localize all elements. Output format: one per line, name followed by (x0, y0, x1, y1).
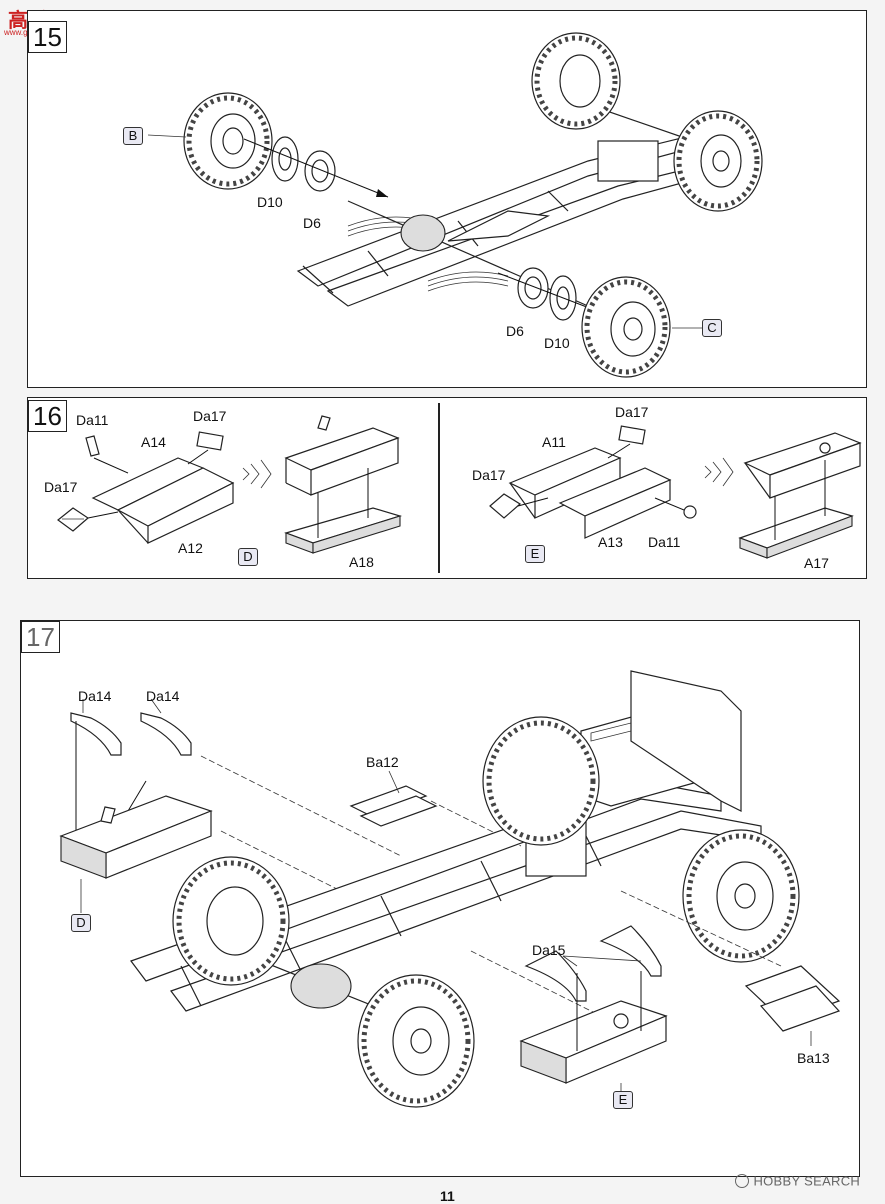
wheel-rear-right-drawing (357, 974, 475, 1108)
part-label-ba13: Ba13 (797, 1050, 830, 1066)
tag-d-step17: D (71, 914, 91, 932)
part-label-d10-left: D10 (257, 194, 283, 210)
part-label-d6-right: D6 (506, 323, 524, 339)
step-15-number: 15 (28, 21, 67, 53)
wheel-rear-left-drawing (172, 856, 290, 986)
step-16-divider (438, 403, 440, 573)
step-15-panel: 15 (27, 10, 867, 388)
brand-name: HOBBY SEARCH (753, 1173, 861, 1189)
part-label-d10-right: D10 (544, 335, 570, 351)
part-label-da17-side: Da17 (44, 479, 78, 495)
part-label-a18: A18 (349, 554, 374, 570)
page-number: 11 (440, 1188, 455, 1204)
part-label-a14: A14 (141, 434, 166, 450)
part-label-a13: A13 (598, 534, 623, 550)
part-label-da15: Da15 (532, 942, 566, 958)
wheel-b-drawing (183, 92, 273, 190)
chassis-axle-drawing (147, 32, 763, 378)
wheel-front-right-drawing (673, 110, 763, 212)
full-chassis-drawing (59, 670, 841, 1108)
part-label-da17-top-right: Da17 (615, 404, 649, 420)
part-label-da17-side-right: Da17 (472, 467, 506, 483)
part-label-d6-left: D6 (303, 215, 321, 231)
brand-watermark: HOBBY SEARCH (735, 1172, 860, 1190)
step-16-number: 16 (28, 400, 67, 432)
tag-e-step17: E (613, 1091, 633, 1109)
step-16-panel: 16 Da11 Da17 A14 Da17 A12 A18 D (27, 397, 867, 579)
wheel-c-drawing (581, 276, 671, 378)
part-label-da17-top: Da17 (193, 408, 227, 424)
part-label-ba12: Ba12 (366, 754, 399, 770)
brand-logo-icon (735, 1173, 749, 1188)
step-17-panel: 17 (20, 620, 860, 1177)
part-label-da11-right: Da11 (648, 534, 681, 550)
part-label-da14-b: Da14 (146, 688, 180, 704)
wheel-rear-top-drawing (531, 32, 621, 130)
wheel-front-right-17-drawing (682, 829, 800, 963)
part-label-a11: A11 (542, 434, 566, 450)
part-label-da14-a: Da14 (78, 688, 112, 704)
step-17-number: 17 (21, 621, 60, 653)
wheel-front-top-drawing (482, 716, 600, 846)
tag-e-step16: E (525, 545, 545, 563)
part-label-a17: A17 (804, 555, 829, 571)
tag-b: B (123, 127, 143, 145)
fuel-tank-right-drawing (489, 425, 862, 559)
part-label-da11: Da11 (76, 412, 109, 428)
tag-c: C (702, 319, 722, 337)
fuel-tank-left-drawing (57, 415, 403, 554)
part-label-a12: A12 (178, 540, 203, 556)
tag-d-step16: D (238, 548, 258, 566)
